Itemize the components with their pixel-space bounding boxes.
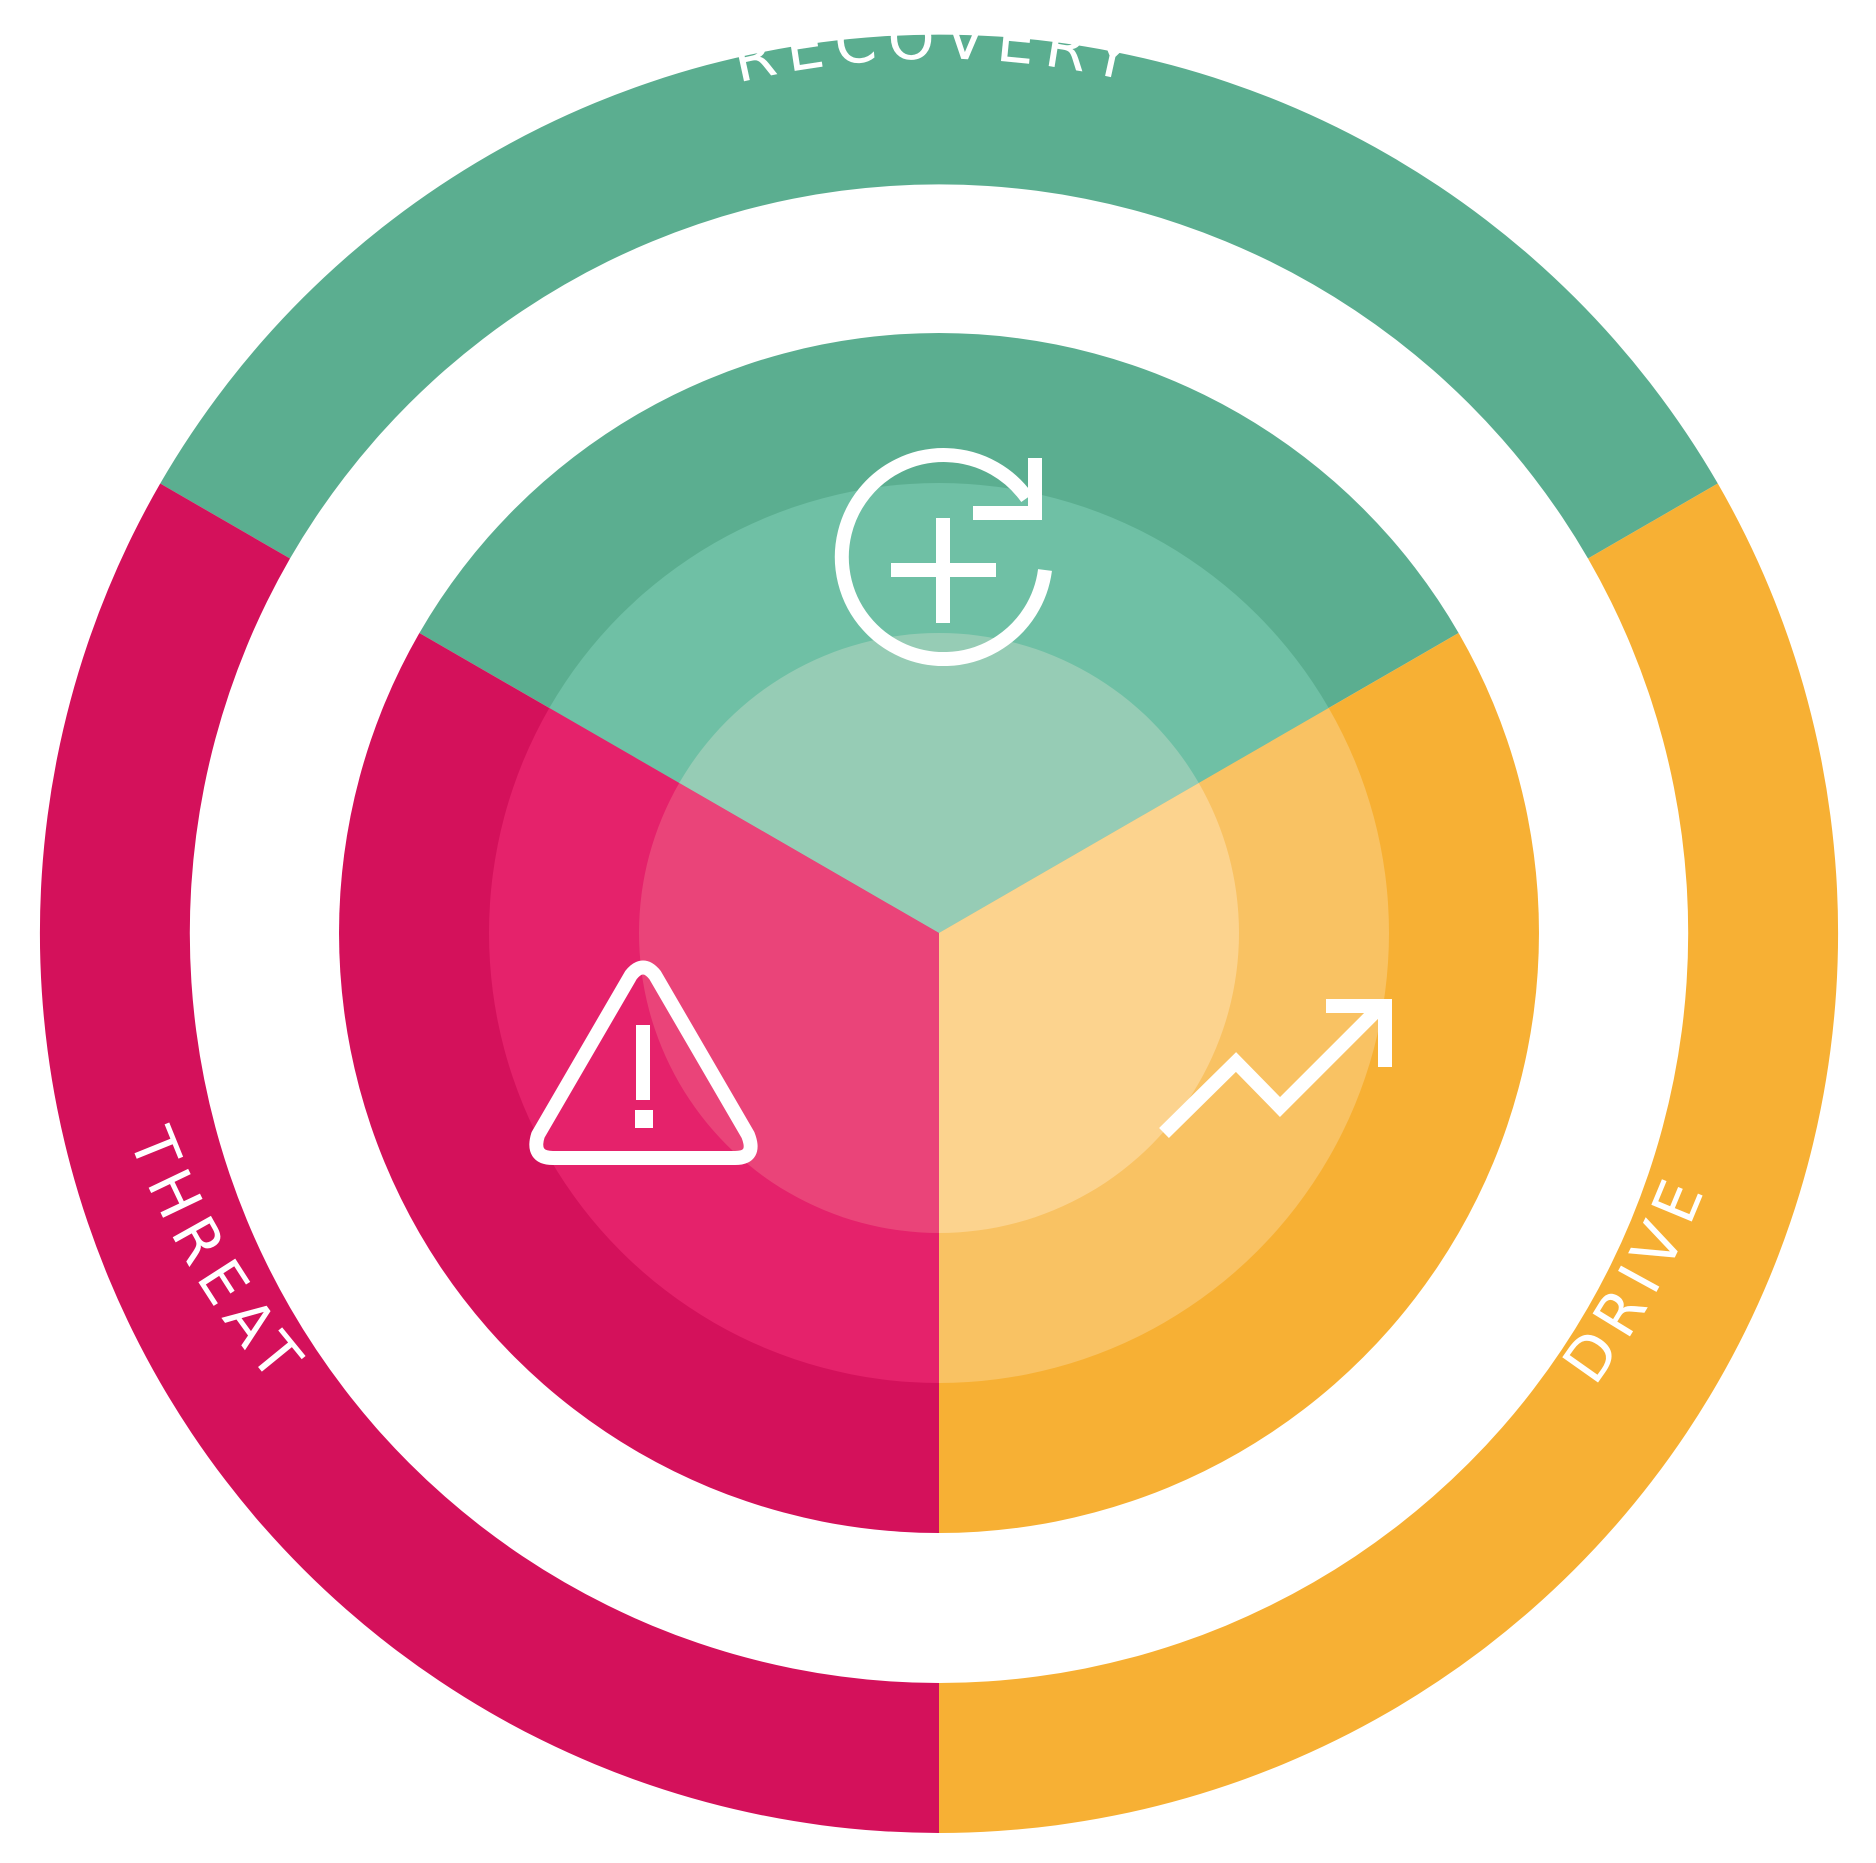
disk-recovery-inner xyxy=(679,633,1199,933)
trend-up-arrow-icon xyxy=(1159,999,1392,1138)
disk-threat-inner xyxy=(639,783,939,1233)
outer-ring-drive xyxy=(939,483,1839,1833)
disk-drive-inner xyxy=(939,783,1239,1233)
outer-ring-recovery xyxy=(160,34,1718,559)
warning-triangle-icon xyxy=(529,960,758,1165)
outer-ring-threat xyxy=(39,483,939,1833)
refresh-plus-icon xyxy=(834,448,1052,667)
